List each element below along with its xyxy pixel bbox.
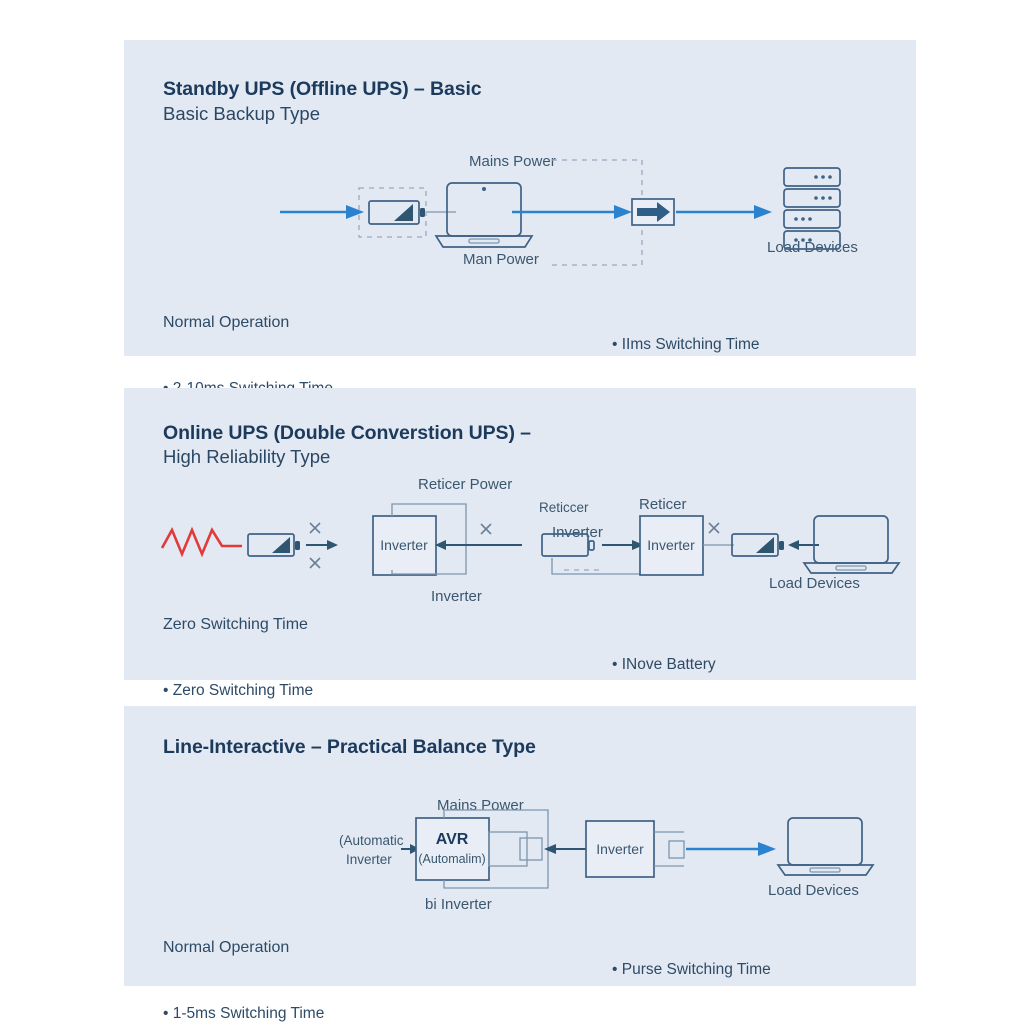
- notes-right-bullet-0: • Purse Switching Time: [612, 961, 771, 978]
- label-inverter-mid: Inverter: [552, 524, 603, 541]
- label-load-devices: Load Devices: [769, 575, 860, 592]
- panel-title: Online UPS (Double Converstion UPS) –: [163, 422, 531, 444]
- notes-left-bullet-0: • 1-5ms Switching Time: [163, 1005, 325, 1022]
- laptop-icon: [434, 182, 534, 248]
- inverter-box-label: Inverter: [596, 841, 644, 857]
- panel-title: Line-Interactive – Practical Balance Typ…: [163, 736, 536, 758]
- arrow-to-switch-icon: [512, 205, 632, 219]
- laptop-icon: [776, 817, 875, 876]
- connector-block-3: [668, 840, 685, 859]
- connector-block-1: [488, 831, 528, 867]
- label-bi-inverter: bi Inverter: [425, 896, 492, 913]
- label-reticer: Reticer: [639, 496, 687, 513]
- notes-left-heading: Zero Switching Time: [163, 616, 308, 633]
- diagram-line-interactive: AVR (Automalim) Inverter: [401, 809, 875, 889]
- arrow-to-inverter-2-icon: [602, 540, 644, 550]
- inverter-box: [585, 820, 655, 878]
- battery-icon: [368, 200, 425, 225]
- avr-box-title: AVR: [436, 831, 469, 848]
- notes-left-bullet-0: • Zero Switching Time: [163, 682, 314, 699]
- panel-line-interactive: Line-Interactive – Practical Balance Typ…: [124, 706, 916, 1022]
- arrow-input-icon: [280, 205, 364, 219]
- notes-left-heading: Normal Operation: [163, 314, 290, 331]
- battery-icon-1: [247, 533, 300, 557]
- inverter-box-1-label: Inverter: [380, 537, 428, 553]
- arrow-into-avr-icon: [401, 844, 420, 854]
- server-stack-icon: [783, 167, 841, 250]
- arrow-to-load-icon: [676, 205, 772, 219]
- notes-right: • Purse Switching Time • Voltage Regulat…: [612, 915, 771, 1024]
- label-man-power: Man Power: [463, 251, 539, 268]
- notes-left-heading: Normal Operation: [163, 939, 290, 956]
- arrow-to-inverter-1-icon: [306, 540, 338, 550]
- arrow-from-load-icon: [788, 540, 819, 550]
- label-load-devices: Load Devices: [767, 239, 858, 256]
- x-mark-icon-3: [480, 523, 492, 535]
- waveform-icon: [160, 526, 242, 558]
- battery-icon-3: [731, 533, 784, 557]
- inverter-box-2-label: Inverter: [647, 537, 695, 553]
- label-automatic-line1: (Automatic: [339, 833, 404, 848]
- notes-left: Normal Operation • 1-5ms Switching Time …: [163, 893, 324, 1024]
- panel-standby-ups: Standby UPS (Offline UPS) – Basic Basic …: [124, 40, 916, 463]
- connector-block-2: [519, 837, 543, 861]
- transfer-switch-icon: [631, 198, 675, 226]
- notes-right-bullet-0: • IIms Switching Time: [612, 336, 760, 353]
- label-load-devices: Load Devices: [768, 882, 859, 899]
- diagram-online: Inverter Inv: [160, 503, 901, 576]
- laptop-icon: [802, 515, 901, 574]
- notes-right-bullet-0: • INove Battery: [612, 656, 716, 673]
- label-reticer-power: Reticer Power: [418, 476, 513, 493]
- panel-online-ups: Online UPS (Double Converstion UPS) – Hi…: [124, 388, 916, 765]
- x-mark-icon-1: [309, 522, 321, 534]
- avr-box: [415, 817, 490, 881]
- label-reticcer: Reticcer: [539, 500, 589, 515]
- panel-subtitle: Basic Backup Type: [163, 103, 320, 124]
- label-inverter-bottom: Inverter: [431, 588, 482, 605]
- arrow-into-inverter-1-icon: [435, 540, 522, 550]
- arrow-to-load-icon: [686, 842, 776, 856]
- panel-title: Standby UPS (Offline UPS) – Basic: [163, 78, 482, 100]
- battery-icon-2: [541, 533, 595, 557]
- x-mark-icon-2: [309, 557, 321, 569]
- x-mark-icon-4: [708, 522, 720, 534]
- panel-subtitle: High Reliability Type: [163, 446, 331, 467]
- label-mains-power: Mains Power: [469, 153, 556, 170]
- label-automatic-line2: Inverter: [346, 852, 392, 867]
- diagram-standby: [280, 159, 841, 266]
- avr-box-subtitle: (Automalim): [418, 852, 485, 866]
- inverter-box-1: [372, 515, 437, 576]
